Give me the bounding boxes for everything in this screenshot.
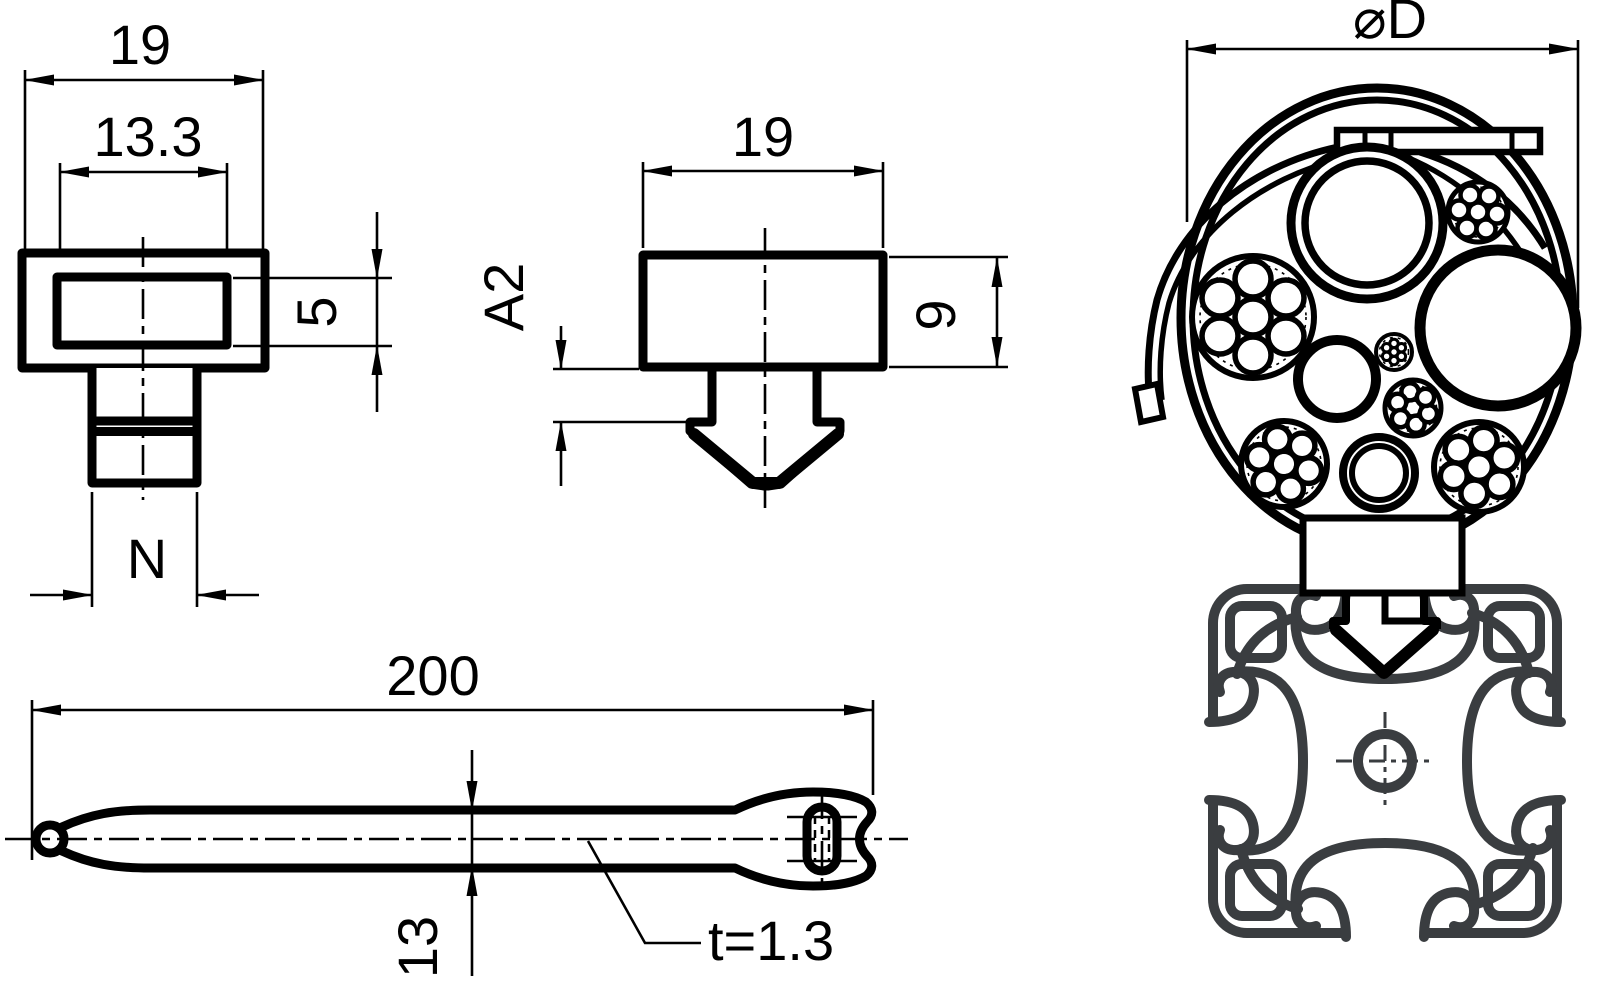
cable-single-medium <box>1293 335 1381 423</box>
clip-foot-barb <box>688 428 844 489</box>
tie-tail <box>1144 143 1339 403</box>
clip-body-assembly <box>1299 514 1466 597</box>
dim-label-front-slot-width: 13.3 <box>94 105 203 168</box>
front-view: 19 13.3 5 N <box>17 13 392 607</box>
cable-single-large <box>1414 244 1582 412</box>
tie-tail-tip <box>1131 380 1167 426</box>
clip-foot-assembly <box>1329 593 1441 679</box>
mounted-clip <box>1299 514 1466 679</box>
cable-tube-small-bore <box>1349 443 1409 503</box>
dim-label-front-width: 19 <box>109 13 171 76</box>
assembly-view: ⌀D <box>1131 0 1582 942</box>
strap-view: 200 13 t=1.3 <box>5 644 908 978</box>
profile-corner-bore <box>1225 601 1287 663</box>
profile-web <box>1232 612 1302 679</box>
cable-stranded-top-right <box>1445 179 1511 245</box>
dim-label-side-insert-depth: A2 <box>472 263 535 332</box>
cable-stranded-bottom-left <box>1238 418 1330 510</box>
clip-body-side <box>638 250 888 372</box>
dim-label-strap-thickness: t=1.3 <box>708 909 834 972</box>
cable-bundle <box>1189 142 1582 515</box>
clip-foot-barb-assembly <box>1330 624 1439 679</box>
dim-label-front-stem-width: N <box>127 527 167 590</box>
cable-stranded-bottom-right <box>1431 419 1527 515</box>
dim-label-strap-length: 200 <box>386 644 479 707</box>
dim-label-bundle-diameter: ⌀D <box>1353 0 1427 50</box>
dim-label-side-height: 9 <box>904 299 967 330</box>
leader-line <box>586 840 701 945</box>
dim-label-front-slot-height: 5 <box>285 296 348 327</box>
cable-tube-large-bore <box>1301 157 1433 289</box>
cable-stranded-mid-right <box>1382 377 1444 439</box>
dim-label-side-width: 19 <box>732 105 794 168</box>
cable-stranded-tiny <box>1374 332 1414 372</box>
tie-tail <box>1157 155 1345 401</box>
side-view: 19 A2 9 <box>472 105 1008 508</box>
dim-label-strap-width: 13 <box>386 916 449 978</box>
aluminum-profile <box>1204 580 1566 942</box>
cable-stranded-left <box>1189 253 1317 381</box>
